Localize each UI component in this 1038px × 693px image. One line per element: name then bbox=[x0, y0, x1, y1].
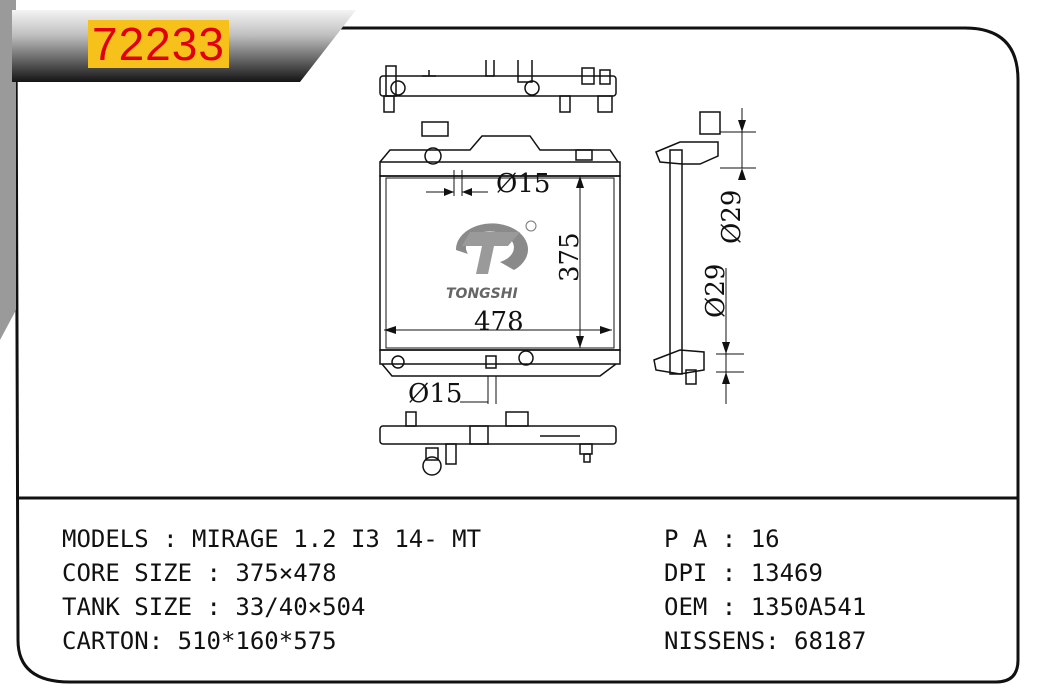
part-number: 72233 bbox=[88, 20, 229, 68]
top-tank-view bbox=[379, 60, 617, 113]
spec-oem: OEM : 1350A541 bbox=[664, 593, 867, 621]
side-view bbox=[653, 108, 756, 404]
spec-dpi: DPI : 13469 bbox=[664, 559, 823, 587]
dim-width: 478 bbox=[474, 307, 524, 337]
tongshi-logo: TONGSHI bbox=[446, 220, 537, 302]
radiator-core-view bbox=[379, 121, 621, 377]
spec-carton: CARTON: 510*160*575 bbox=[62, 627, 337, 655]
bottom-tank-view bbox=[379, 411, 617, 476]
brand-name: TONGSHI bbox=[446, 286, 518, 302]
spec-pa: P A : 16 bbox=[664, 525, 780, 553]
radiator-drawing: Ø15 375 478 Ø15 Ø29 Ø29 TONGSHI bbox=[379, 60, 756, 476]
dim-d15-bottom: Ø15 bbox=[408, 379, 462, 409]
spec-core-size: CORE SIZE : 375×478 bbox=[62, 559, 337, 587]
spec-tank-size: TANK SIZE : 33/40×504 bbox=[62, 593, 366, 621]
dim-d15-top: Ø15 bbox=[496, 169, 550, 199]
spec-nissens: NISSENS: 68187 bbox=[664, 627, 867, 655]
dim-height: 375 bbox=[555, 232, 585, 282]
spec-models: MODELS : MIRAGE 1.2 I3 14- MT bbox=[62, 525, 482, 553]
dim-d29-lower: Ø29 bbox=[701, 264, 731, 318]
dim-d29-upper: Ø29 bbox=[717, 190, 747, 244]
